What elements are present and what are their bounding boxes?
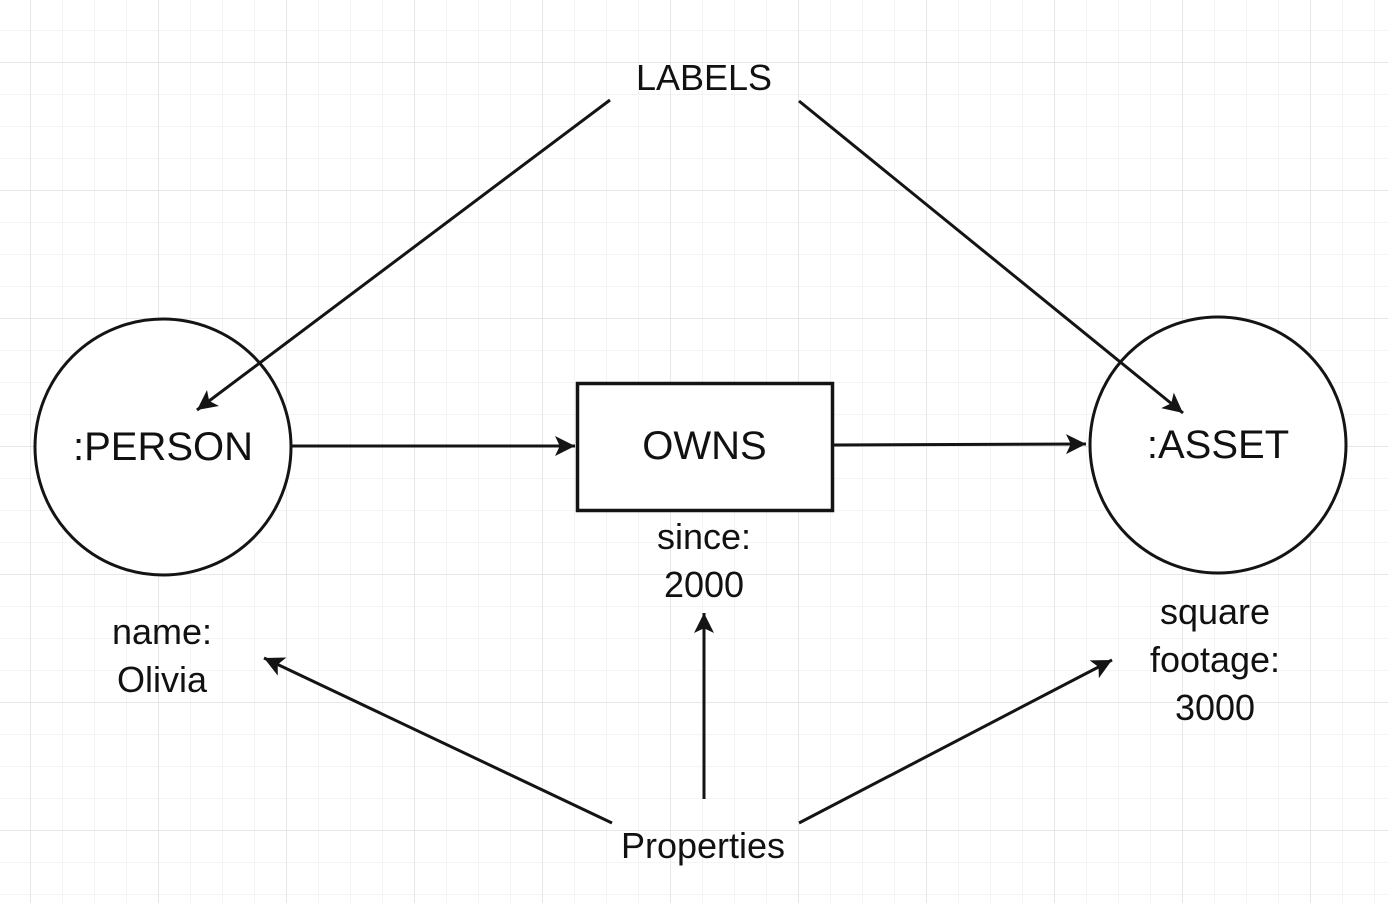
asset-property-value: 3000 (1174, 687, 1256, 728)
owns-to-asset-arrow[interactable] (832, 434, 1087, 455)
owns-properties-caption: since: 2000 (584, 513, 824, 609)
owns-property-value: 2000 (663, 564, 745, 605)
properties-annotation: Properties (553, 822, 853, 870)
owns-edge-rectangle[interactable] (575, 381, 835, 513)
owns-edge-label[interactable]: OWNS (577, 383, 832, 510)
asset-node-circle[interactable] (1088, 315, 1348, 575)
labels-annotation: LABELS (554, 54, 854, 102)
properties-annotation-text: Properties (620, 825, 786, 866)
asset-property-key-line1: square (1159, 591, 1271, 632)
owns-property-key: since: (656, 516, 752, 557)
owns-edge-label-text: OWNS (642, 424, 767, 468)
person-property-value: Olivia (116, 659, 208, 700)
asset-property-key-line2: footage: (1149, 639, 1281, 680)
asset-node-label[interactable]: :ASSET (1090, 317, 1346, 573)
person-node-label[interactable]: :PERSON (35, 319, 291, 575)
person-properties-caption: name: Olivia (42, 608, 282, 704)
labels-to-person-arrow[interactable] (196, 98, 611, 412)
labels-annotation-text: LABELS (635, 57, 773, 98)
person-property-key: name: (111, 611, 213, 652)
labels-to-asset-arrow[interactable] (798, 99, 1184, 415)
properties-to-footage-arrow[interactable] (798, 658, 1113, 825)
asset-node-label-text: :ASSET (1146, 422, 1290, 467)
person-node-label-text: :PERSON (72, 424, 254, 469)
properties-to-name-arrow[interactable] (263, 656, 613, 825)
asset-properties-caption: square footage: 3000 (1095, 588, 1335, 732)
